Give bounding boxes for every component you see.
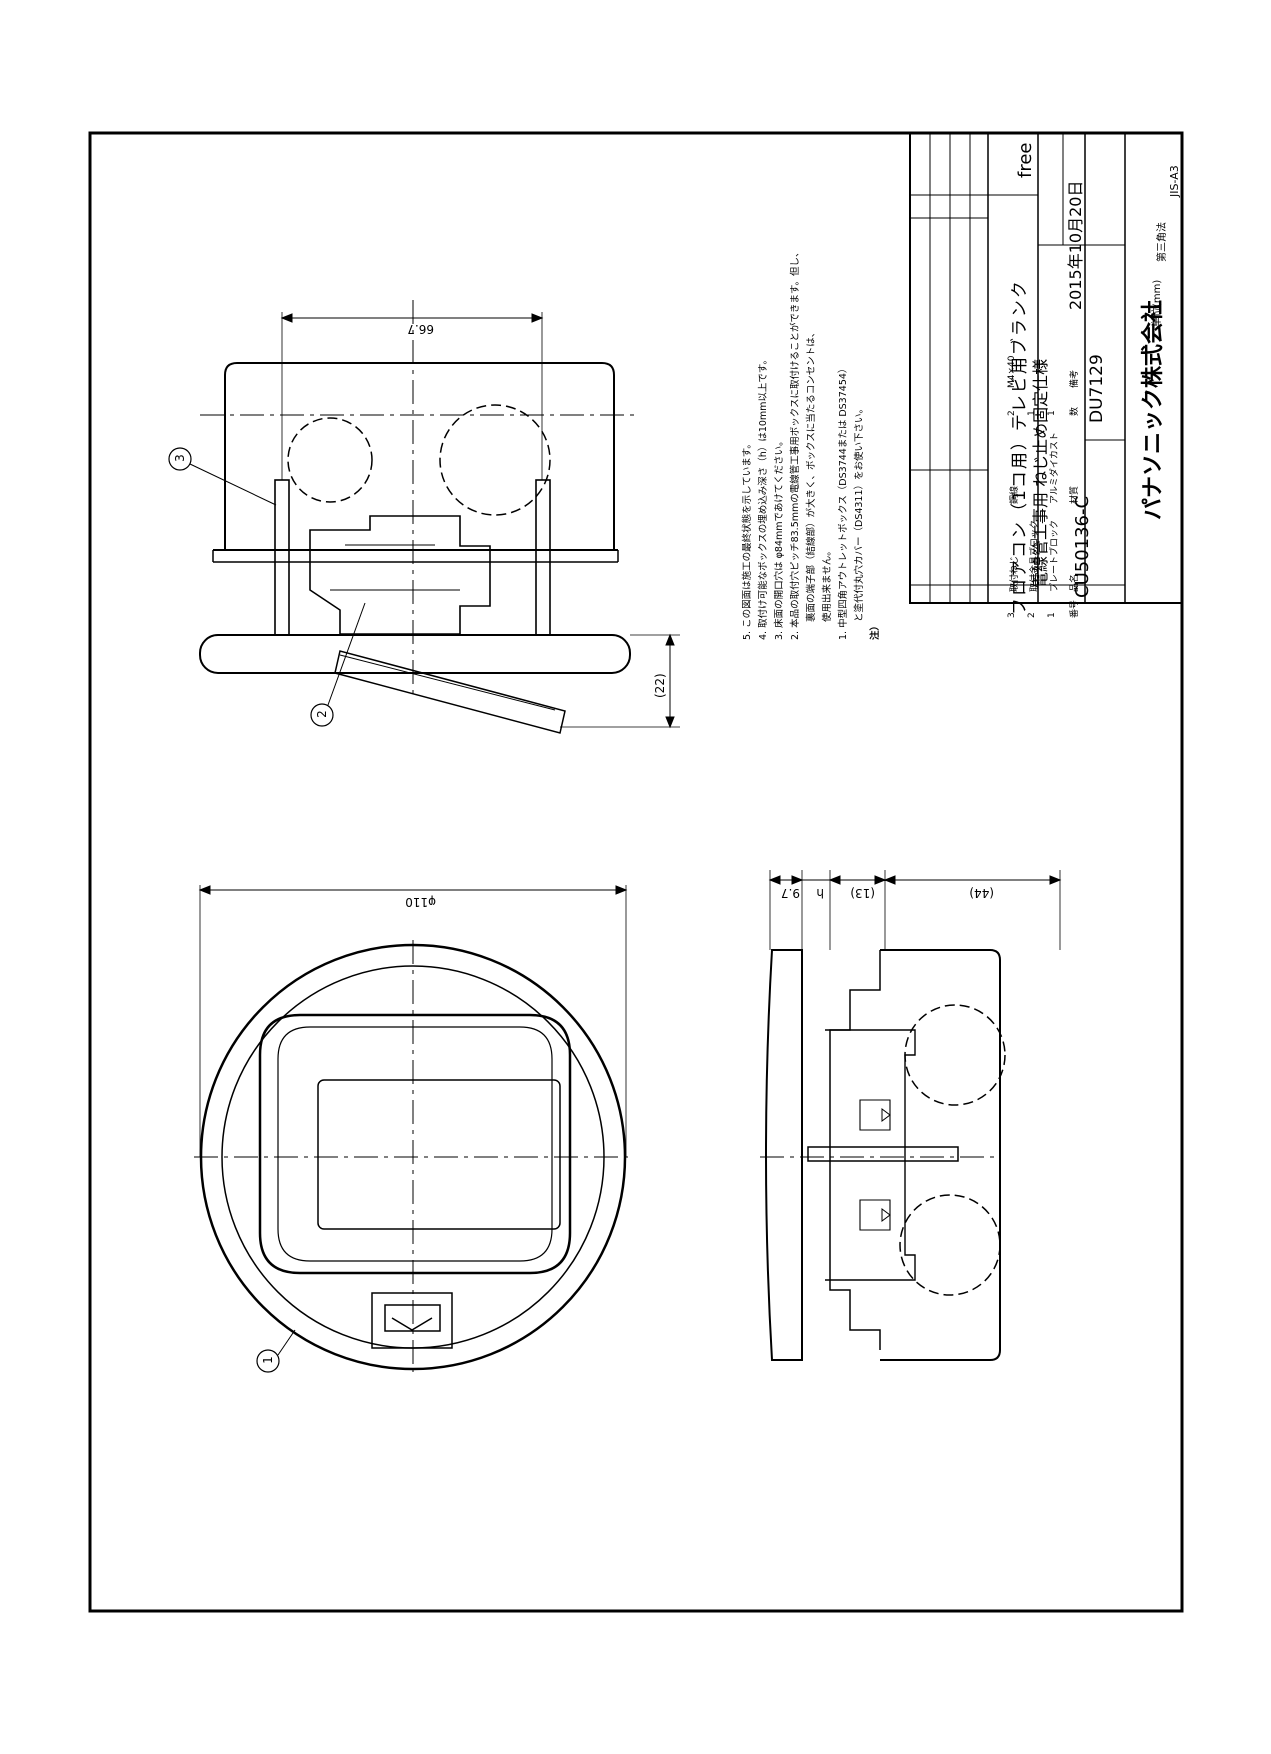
header-no: 番号 bbox=[1070, 599, 1080, 618]
side-view-assembly bbox=[168, 300, 680, 734]
section-view bbox=[760, 870, 1062, 1361]
note-item: 4. 取付け可能なボックスの埋め込み深さ（h）は10mm以上です。 bbox=[758, 355, 769, 640]
tilted-lid bbox=[334, 650, 566, 734]
drawing-number: CU50136-C bbox=[1072, 495, 1093, 598]
rounded-square-inner bbox=[277, 1026, 553, 1262]
part-no: 1 bbox=[1047, 612, 1057, 618]
dim-110: φ110 bbox=[405, 895, 436, 909]
dim-13: (13) bbox=[850, 886, 875, 900]
balloon-3: 3 bbox=[173, 454, 187, 462]
projection-label: 第三角法 bbox=[1157, 222, 1168, 262]
note-item: と塗代付丸穴カバー（DS4311）をお使い下さい。 bbox=[854, 403, 865, 622]
dim-22: (22) bbox=[653, 673, 667, 698]
unit-label: 単位(mm) bbox=[1152, 279, 1163, 327]
plate-rim bbox=[199, 634, 631, 674]
plan-view bbox=[194, 885, 630, 1373]
notes-label: 注） bbox=[870, 620, 881, 640]
dim-h: h bbox=[816, 886, 824, 900]
model-spec: 電線管工事用 ねじ止め固定仕様 bbox=[1031, 358, 1050, 588]
note-item: 1. 中型四角アウトレットボックス（DS3744または DS37454） bbox=[838, 363, 849, 640]
center-panel bbox=[317, 1079, 561, 1230]
balloon-2: 2 bbox=[315, 710, 329, 718]
dim-44: (44) bbox=[969, 886, 994, 900]
header-qty: 数 bbox=[1070, 406, 1080, 416]
note-item: 5. この図面は施工の最終状態を示しています。 bbox=[742, 439, 753, 640]
note-item: 使用出来ません。 bbox=[822, 546, 833, 622]
note-item: 3. 床面の開口穴は φ84mmであけてください。 bbox=[774, 436, 785, 640]
drawing-date: 2015年10月20日 bbox=[1066, 180, 1085, 310]
lift-tab bbox=[371, 1292, 453, 1349]
plate-profile bbox=[765, 949, 803, 1361]
jis-label: JIS-A3 bbox=[1168, 165, 1181, 197]
part-number: DU7129 bbox=[1087, 354, 1107, 423]
dim-9-7: 9.7 bbox=[780, 886, 800, 900]
notes-block: 5. この図面は施工の最終状態を示しています。 4. 取付け可能なボックスの埋め… bbox=[740, 220, 920, 640]
balloon-1: 1 bbox=[261, 1356, 275, 1364]
mechanism-block bbox=[309, 515, 491, 635]
header-remark: 備考 bbox=[1070, 369, 1080, 388]
rounded-square-outer bbox=[258, 1013, 572, 1275]
box-profile bbox=[880, 949, 1001, 1361]
title-block-frame bbox=[909, 132, 1183, 604]
dim-66-7: 66.7 bbox=[407, 322, 434, 336]
note-item: 裏面の端子部（結線部）が大きく、ボックスに当たるコンセントは、 bbox=[806, 327, 817, 622]
note-item: 2. 本品の取付穴ピッチ83.5mmの電線管工事用ボックスに取付けることができま… bbox=[790, 247, 801, 640]
scale-value: free bbox=[1015, 142, 1036, 179]
box-outline bbox=[213, 362, 618, 551]
